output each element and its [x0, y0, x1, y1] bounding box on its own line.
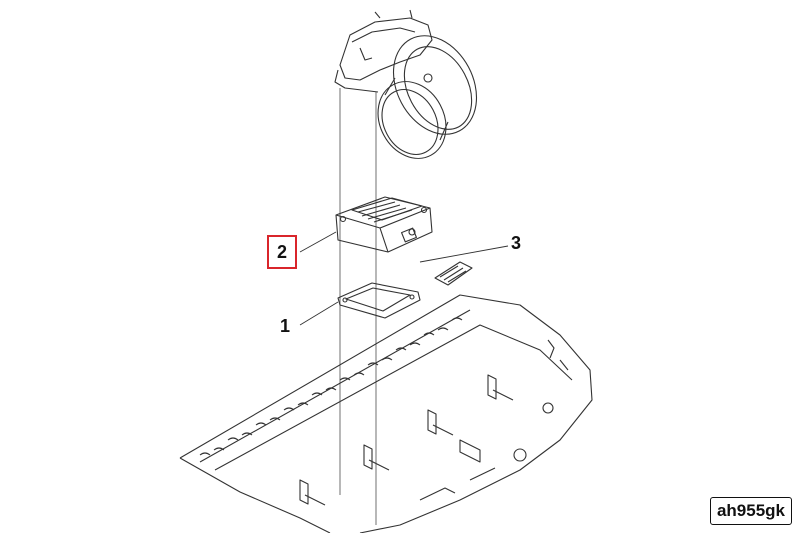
leader-lines — [299, 231, 509, 326]
callout-2-text: 2 — [276, 242, 287, 262]
part-2-housing — [335, 196, 433, 253]
part-1-gasket — [337, 282, 421, 319]
turbocharger-assembly — [334, 9, 478, 159]
part-3-plate — [434, 261, 473, 286]
drawing-code-label: ah955gk — [709, 497, 792, 525]
callout-1-text: 1 — [280, 316, 291, 336]
callout-label-3[interactable]: 3 — [511, 234, 521, 252]
callout-label-2[interactable]: 2 — [267, 235, 297, 269]
callout-3-text: 3 — [511, 233, 522, 253]
cylinder-head — [179, 294, 593, 533]
callout-label-1[interactable]: 1 — [280, 317, 290, 335]
